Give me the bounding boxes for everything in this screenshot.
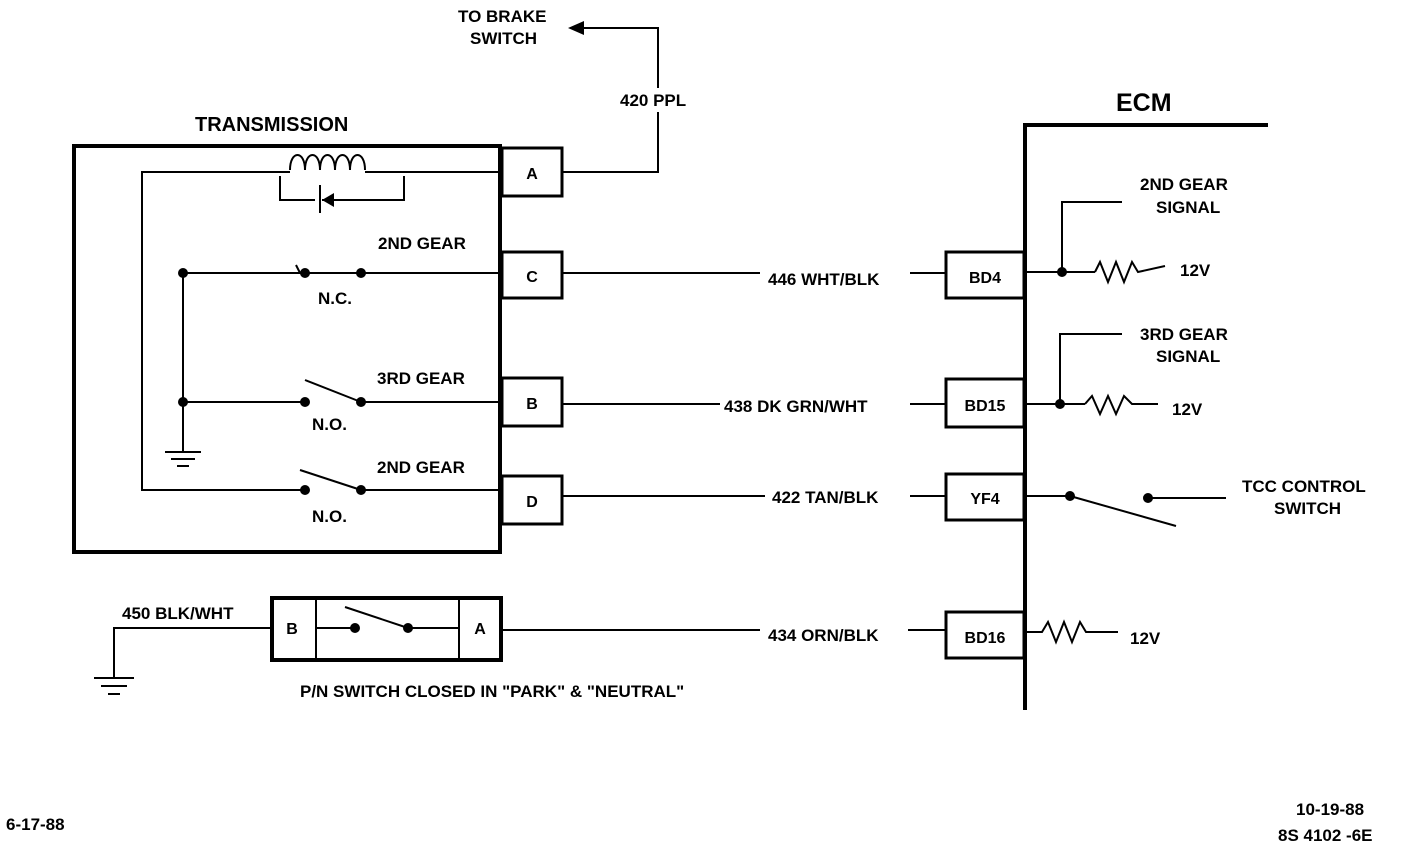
pn-switch: B A [270, 596, 503, 662]
date-left: 6-17-88 [6, 815, 65, 834]
tcc-label-1: TCC CONTROL [1242, 477, 1366, 496]
arrow-left-icon [568, 21, 584, 35]
trans-pin-d: D [500, 474, 564, 526]
v12-label-b: 12V [1172, 400, 1203, 419]
ecm-pin-bd16: BD16 [944, 610, 1026, 660]
ecm-title: ECM [1116, 89, 1172, 117]
trans-pin-b: B [500, 376, 564, 428]
svg-text:A: A [526, 166, 538, 183]
wire-450 [113, 627, 272, 678]
v12-label-c: 12V [1130, 629, 1161, 648]
sig3-label-2: SIGNAL [1156, 347, 1220, 366]
sig2-label-2: SIGNAL [1156, 198, 1220, 217]
transmission-housing [72, 144, 502, 554]
trans-pin-c: C [500, 250, 564, 300]
ecm-pin-yf4: YF4 [944, 472, 1026, 522]
svg-text:B: B [286, 621, 298, 638]
svg-text:BD4: BD4 [969, 270, 1001, 287]
svg-text:B: B [526, 396, 538, 413]
ecm-pin-bd15: BD15 [944, 377, 1026, 429]
third-gear-no-switch [178, 379, 500, 407]
tcc-solenoid-coil-icon [289, 154, 366, 171]
v12-label-a: 12V [1180, 261, 1211, 280]
svg-text:C: C [526, 269, 538, 286]
svg-text:BD15: BD15 [965, 398, 1006, 415]
wire-434-label: 434 ORN/BLK [768, 626, 879, 645]
second-gear-no-switch [299, 469, 500, 495]
solenoid-return-wire [141, 171, 305, 491]
diode-icon [279, 176, 405, 213]
no-label-1: N.O. [312, 415, 347, 434]
ground-icon-trans [165, 451, 201, 467]
wire-422-label: 422 TAN/BLK [772, 488, 879, 507]
sig3-label-1: 3RD GEAR [1140, 325, 1228, 344]
trans-pin-a: A [500, 146, 564, 198]
nc-label: N.C. [318, 289, 352, 308]
svg-text:D: D [526, 494, 538, 511]
ground-icon-pn [94, 677, 134, 695]
to-brake-label-2: SWITCH [470, 29, 537, 48]
wire-446-label: 446 WHT/BLK [768, 270, 880, 289]
drawing-code: 8S 4102 -6E [1278, 826, 1373, 845]
second-gear-signal-circuit [1026, 201, 1166, 285]
second-gear-nc-switch [178, 264, 500, 278]
svg-text:A: A [474, 621, 486, 638]
wire-420-label: 420 PPL [620, 91, 686, 110]
ecm-pin-bd4: BD4 [944, 250, 1026, 300]
to-brake-label-1: TO BRAKE [458, 7, 546, 26]
svg-text:BD16: BD16 [965, 630, 1006, 647]
date-right: 10-19-88 [1296, 800, 1364, 819]
wire-438-label: 438 DK GRN/WHT [724, 397, 868, 416]
bd16-pullup-resistor [1026, 619, 1118, 645]
second-gear-upper-label: 2ND GEAR [378, 234, 466, 253]
third-gear-signal-circuit [1026, 333, 1158, 417]
svg-text:YF4: YF4 [970, 491, 999, 508]
no-label-2: N.O. [312, 507, 347, 526]
pn-note: P/N SWITCH CLOSED IN "PARK" & "NEUTRAL" [300, 682, 684, 701]
transmission-title: TRANSMISSION [195, 114, 348, 136]
third-gear-label: 3RD GEAR [377, 369, 465, 388]
tcc-label-2: SWITCH [1274, 499, 1341, 518]
second-gear-lower-label: 2ND GEAR [377, 458, 465, 477]
wire-450-label: 450 BLK/WHT [122, 604, 234, 623]
tcc-control-switch [1026, 491, 1226, 527]
sig2-label-1: 2ND GEAR [1140, 175, 1228, 194]
